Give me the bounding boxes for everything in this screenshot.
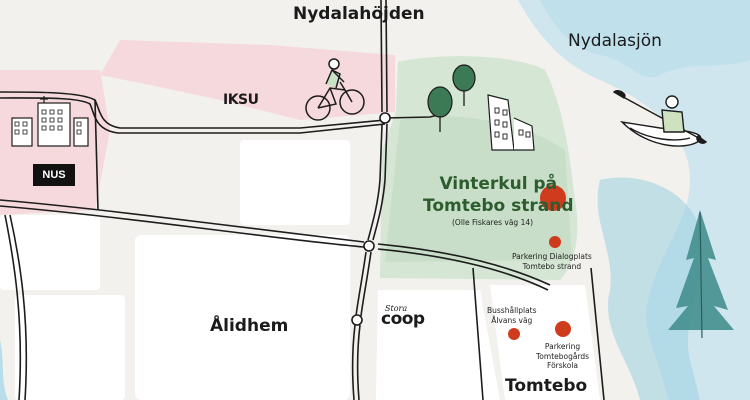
kayaker-icon [612, 89, 708, 147]
event-marker[interactable] [540, 185, 566, 211]
event-title-line1: Vinterkul på [439, 174, 558, 194]
parking-dialogplats-marker[interactable] [549, 236, 561, 248]
place-label-nydalasjon: Nydalasjön [568, 31, 662, 51]
place-label-alidhem: Ålidhem [210, 316, 289, 336]
parking-forskola-label: Parkering Tomtebogårds Förskola [536, 342, 589, 371]
event-address: (Olle Fiskares väg 14) [452, 218, 534, 227]
event-title: Vinterkul på Tomtebo strand [423, 173, 574, 217]
coop-stora-text: Stora [385, 304, 408, 313]
parking-dialogplats-label: Parkering Dialogplats Tomtebo strand [512, 252, 592, 271]
parking-forskola-label-line1: Parkering [544, 342, 581, 351]
markers [508, 185, 571, 340]
parking-forskola-label-line2: Tomtebogårds [536, 351, 590, 361]
trees-icon [427, 64, 476, 132]
roundabout-icon [351, 112, 391, 326]
roads [0, 0, 605, 400]
place-label-nydalahojden: Nydalahöjden [293, 4, 425, 24]
event-title-line2: Tomtebo strand [423, 196, 574, 216]
hospital-building-icon [11, 96, 89, 147]
bus-stop-label-line1: Busshållplats [487, 306, 537, 315]
cyclist-icon [305, 58, 365, 121]
forest-area [380, 56, 578, 280]
parking-forskola-label-line3: Förskola [547, 361, 579, 370]
coop-text: coop [381, 309, 425, 329]
coop-logo: Stora coop [381, 303, 425, 329]
iksu-logo: IKSU [223, 92, 259, 108]
parking-dialogplats-label-line2: Tomtebo strand [522, 261, 582, 271]
spruce-tree-icon [668, 210, 734, 339]
building-icon [487, 94, 535, 151]
bus-stop-label-line2: Ålvans väg [491, 315, 533, 325]
parking-dialogplats-label-line1: Parkering Dialogplats [512, 252, 592, 261]
place-label-tomtebo: Tomtebo [505, 376, 588, 396]
nus-label: NUS [33, 164, 75, 186]
bus-stop-label: Busshållplats Ålvans väg [487, 306, 537, 325]
bus-stop-marker[interactable] [508, 328, 520, 340]
parking-forskola-marker[interactable] [555, 321, 571, 337]
city-blocks [0, 140, 600, 400]
